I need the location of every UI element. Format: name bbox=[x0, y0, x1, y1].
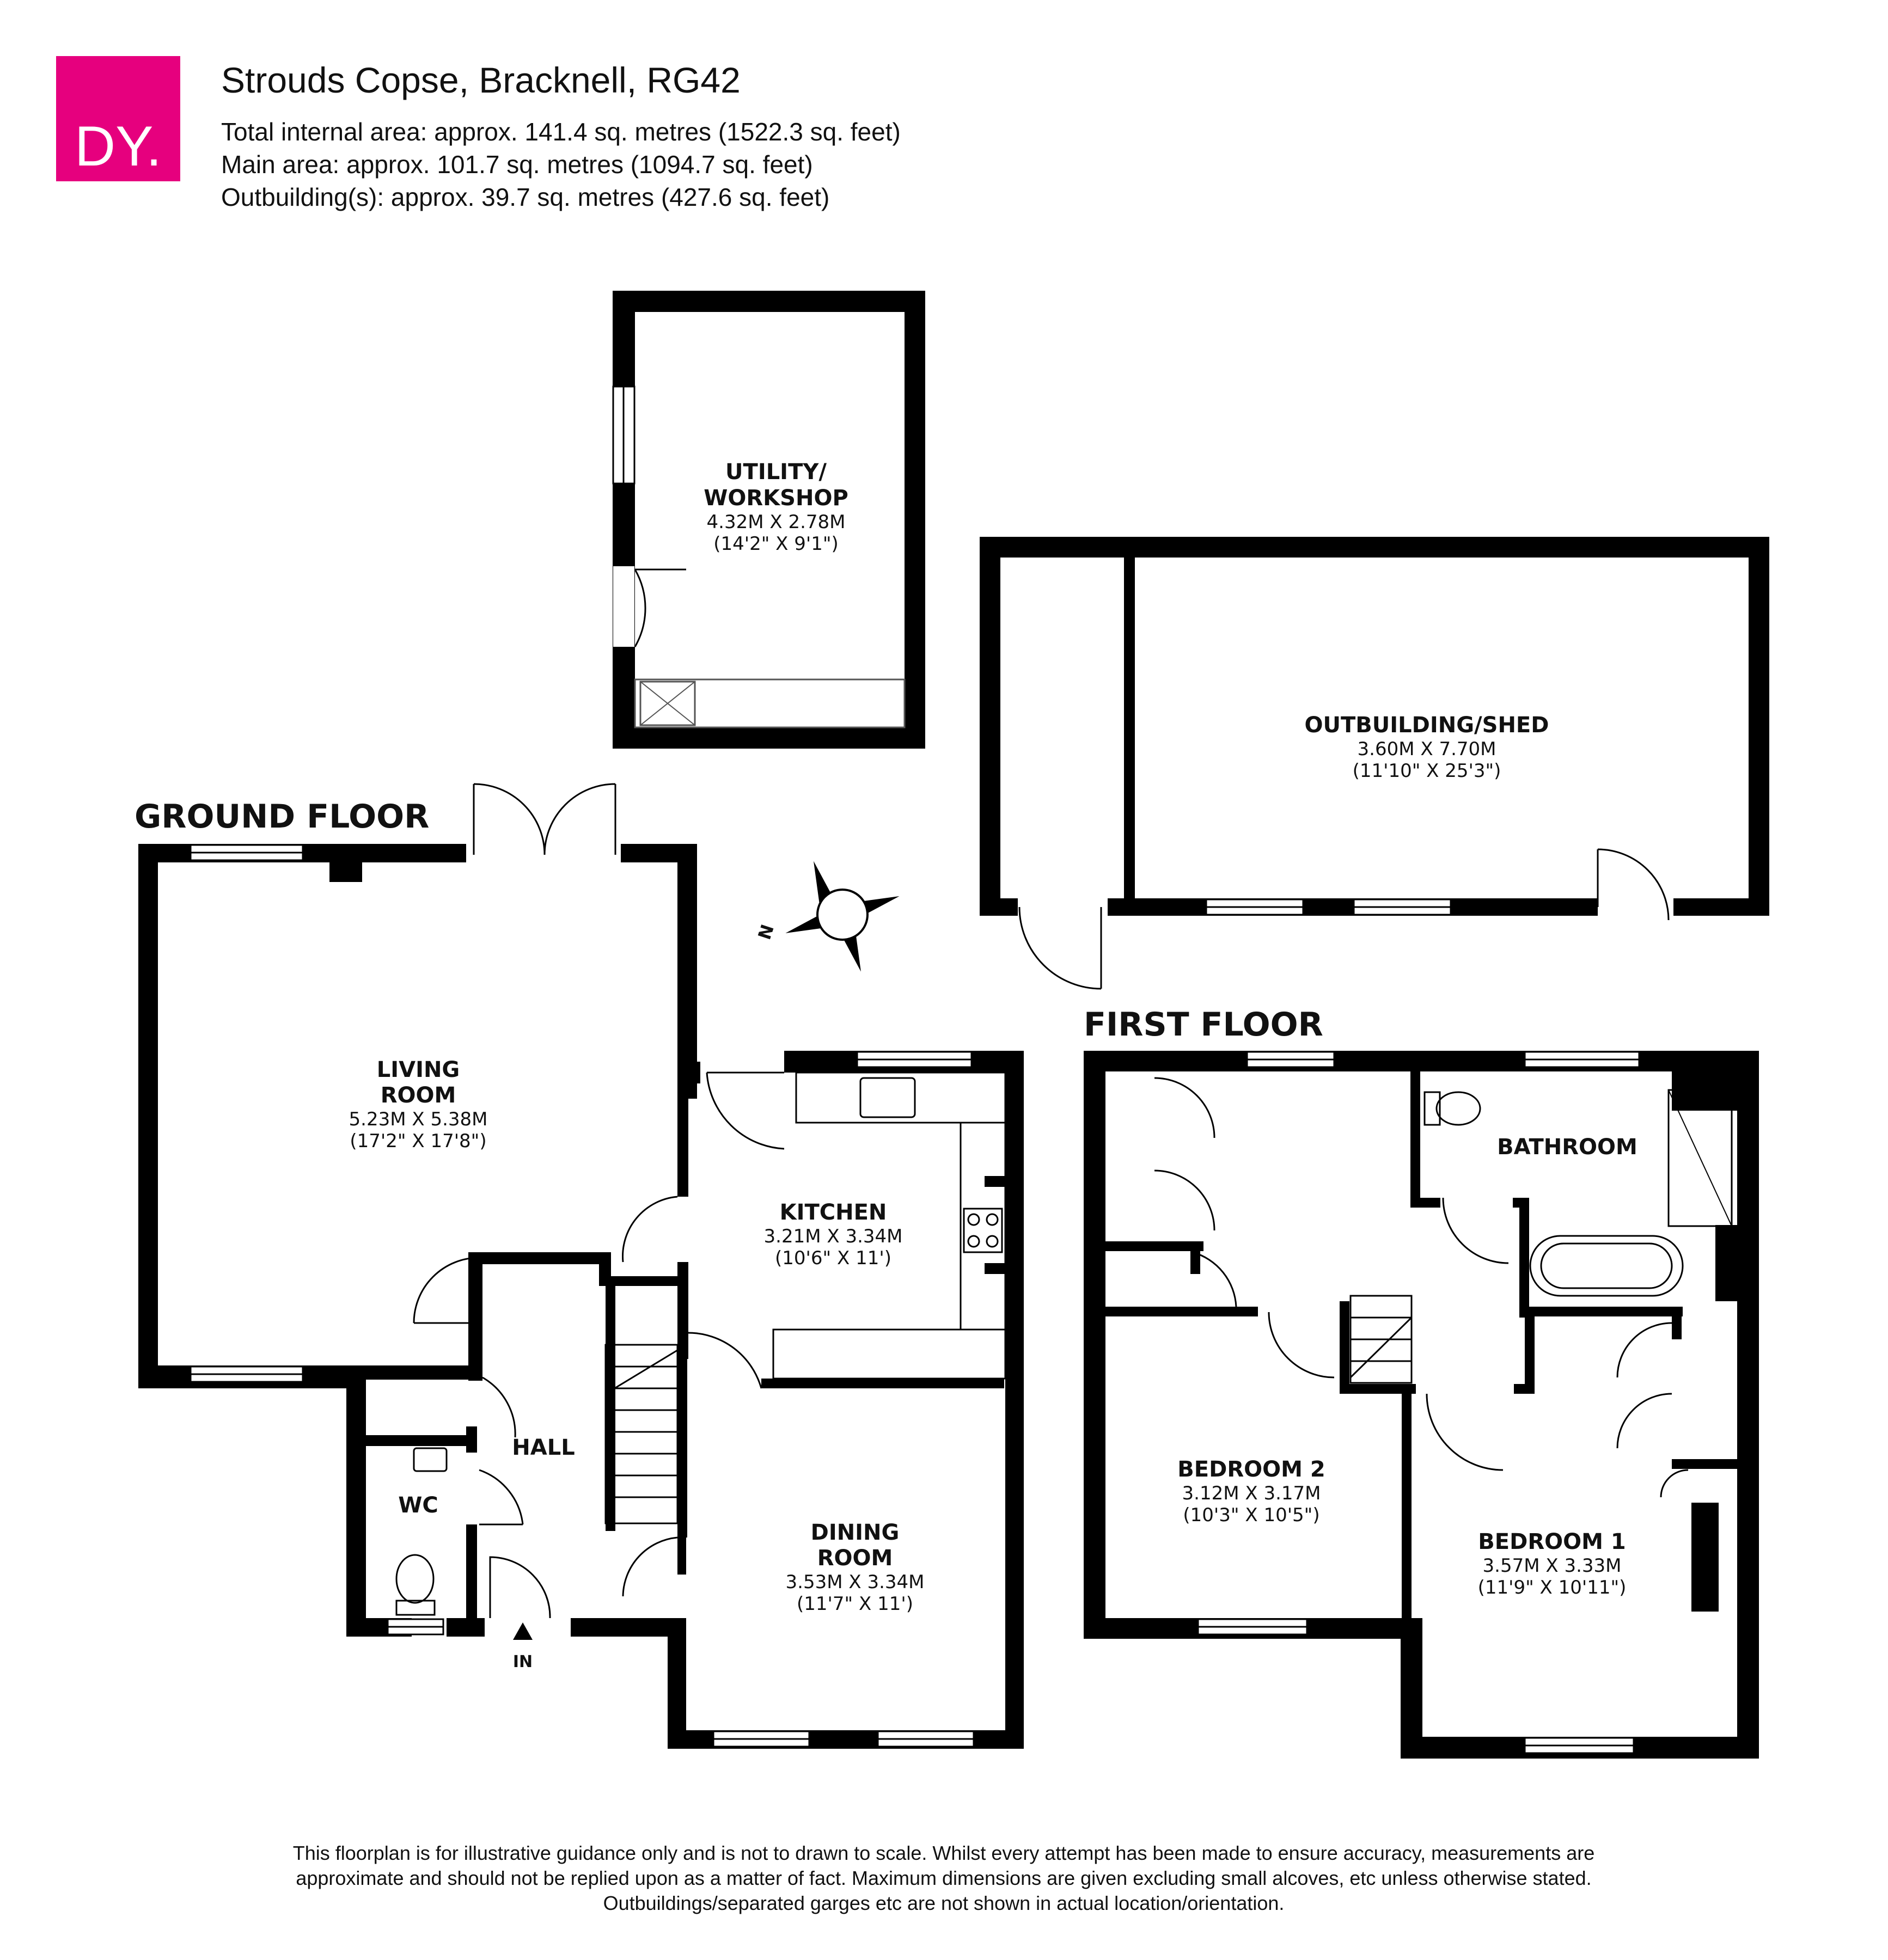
bedroom1-dim-m: 3.57M X 3.33M bbox=[1483, 1555, 1622, 1577]
kitchen-worktop-top bbox=[795, 1071, 1006, 1124]
dining-label-1: DINING bbox=[811, 1520, 900, 1545]
property-title: Strouds Copse, Bracknell, RG42 bbox=[221, 60, 741, 100]
bathroom-door bbox=[1442, 1197, 1509, 1264]
bedroom1-door bbox=[1426, 1393, 1504, 1471]
disclaimer-line-2: approximate and should not be replied up… bbox=[296, 1867, 1591, 1889]
compass-north-label: N bbox=[754, 922, 778, 942]
brand-logo-text: DY. bbox=[75, 115, 162, 178]
wardrobe-door-1 bbox=[1154, 1077, 1215, 1138]
kitchen-hob bbox=[963, 1208, 1003, 1253]
disclaimer-line-3: Outbuildings/separated garges etc are no… bbox=[603, 1892, 1285, 1914]
area-total: Total internal area: approx. 141.4 sq. m… bbox=[221, 118, 901, 146]
bedroom1-cupboard-door bbox=[1660, 1469, 1689, 1498]
entrance-arrow bbox=[513, 1622, 533, 1640]
kitchen-sink bbox=[859, 1077, 916, 1118]
area-main: Main area: approx. 101.7 sq. metres (109… bbox=[221, 150, 813, 179]
wc-basin bbox=[413, 1447, 448, 1472]
entrance-label: IN bbox=[513, 1652, 533, 1671]
bedroom1-wardrobe-door-1 bbox=[1616, 1322, 1672, 1378]
utility-dim-ft: (14'2" X 9'1") bbox=[713, 533, 839, 555]
utility-dim-m: 4.32M X 2.78M bbox=[707, 511, 846, 533]
bedroom2-door bbox=[1268, 1312, 1335, 1379]
kitchen-dim-m: 3.21M X 3.34M bbox=[764, 1226, 903, 1247]
dining-dim-ft: (11'7" X 11') bbox=[797, 1593, 913, 1615]
brand-logo bbox=[56, 56, 180, 181]
ground-floor-fixtures bbox=[190, 783, 1006, 1748]
kitchen-back-door bbox=[706, 1072, 785, 1150]
wc-toilet bbox=[395, 1554, 435, 1604]
disclaimer-line-1: This floorplan is for illustrative guida… bbox=[293, 1842, 1595, 1864]
bedroom1-label: BEDROOM 1 bbox=[1478, 1529, 1626, 1554]
bathroom-bath bbox=[1529, 1235, 1684, 1297]
bedroom2-dim-ft: (10'3" X 10'5") bbox=[1183, 1504, 1319, 1526]
utility-door-swing bbox=[634, 569, 646, 647]
cupboard-door bbox=[1192, 1251, 1237, 1307]
shed-door-right-swing bbox=[1597, 848, 1670, 921]
bathroom-label: BATHROOM bbox=[1497, 1135, 1638, 1160]
first-floor-plan bbox=[1084, 1051, 1759, 1759]
outbuilding-dim-m: 3.60M X 7.70M bbox=[1358, 738, 1496, 760]
kitchen-label: KITCHEN bbox=[780, 1200, 887, 1225]
first-floor-fixtures bbox=[1154, 1051, 1733, 1754]
utility-label-1: UTILITY/ bbox=[725, 460, 827, 485]
utility-workshop-building bbox=[612, 291, 925, 749]
bedroom1-dim-ft: (11'9" X 10'11") bbox=[1478, 1577, 1627, 1598]
dining-label-2: ROOM bbox=[817, 1546, 893, 1571]
outbuilding-dim-ft: (11'10" X 25'3") bbox=[1353, 760, 1501, 782]
kitchen-worktop-side bbox=[960, 1122, 1006, 1331]
first-floor-title: FIRST FLOOR bbox=[1084, 1006, 1323, 1044]
living-french-door-right bbox=[543, 783, 616, 855]
area-outbuilding: Outbuilding(s): approx. 39.7 sq. metres … bbox=[221, 183, 829, 211]
kitchen-hall-door bbox=[622, 1196, 678, 1263]
utility-worktop bbox=[634, 678, 906, 728]
living-dim-m: 5.23M X 5.38M bbox=[349, 1108, 488, 1130]
living-label-1: LIVING bbox=[377, 1057, 460, 1082]
utility-label-2: WORKSHOP bbox=[704, 486, 848, 511]
dining-hall-door bbox=[622, 1536, 678, 1597]
hall-living-door bbox=[482, 1376, 516, 1438]
bedroom2-dim-m: 3.12M X 3.17M bbox=[1182, 1483, 1321, 1504]
living-hall-door bbox=[413, 1257, 480, 1324]
bathroom-toilet bbox=[1435, 1091, 1481, 1126]
outbuilding-label: OUTBUILDING/SHED bbox=[1305, 713, 1549, 738]
wc-door bbox=[479, 1469, 524, 1525]
staircase bbox=[604, 1344, 679, 1524]
wc-label: WC bbox=[398, 1493, 438, 1518]
bedroom2-label: BEDROOM 2 bbox=[1177, 1457, 1325, 1482]
kitchen-dim-ft: (10'6" X 11') bbox=[775, 1247, 891, 1269]
bathroom-shower bbox=[1667, 1089, 1733, 1227]
living-french-door-left bbox=[473, 783, 546, 855]
compass-rose bbox=[785, 861, 900, 972]
living-label-2: ROOM bbox=[381, 1083, 456, 1108]
outbuilding-shed-building bbox=[980, 537, 1769, 990]
living-dim-ft: (17'2" X 17'8") bbox=[350, 1130, 486, 1152]
dining-dim-m: 3.53M X 3.34M bbox=[786, 1571, 925, 1593]
ground-floor-title: GROUND FLOOR bbox=[135, 798, 429, 836]
shed-door-left-swing bbox=[1018, 906, 1102, 990]
kitchen-worktop-bottom bbox=[772, 1328, 1006, 1380]
front-door-swing bbox=[489, 1556, 551, 1619]
first-floor-staircase bbox=[1349, 1295, 1413, 1384]
hall-label: HALL bbox=[512, 1435, 575, 1460]
kitchen-dining-door bbox=[688, 1332, 762, 1389]
bedroom1-wardrobe-door-2 bbox=[1616, 1393, 1672, 1449]
wardrobe-door-2 bbox=[1154, 1169, 1215, 1231]
utility-door-gap bbox=[613, 566, 634, 647]
